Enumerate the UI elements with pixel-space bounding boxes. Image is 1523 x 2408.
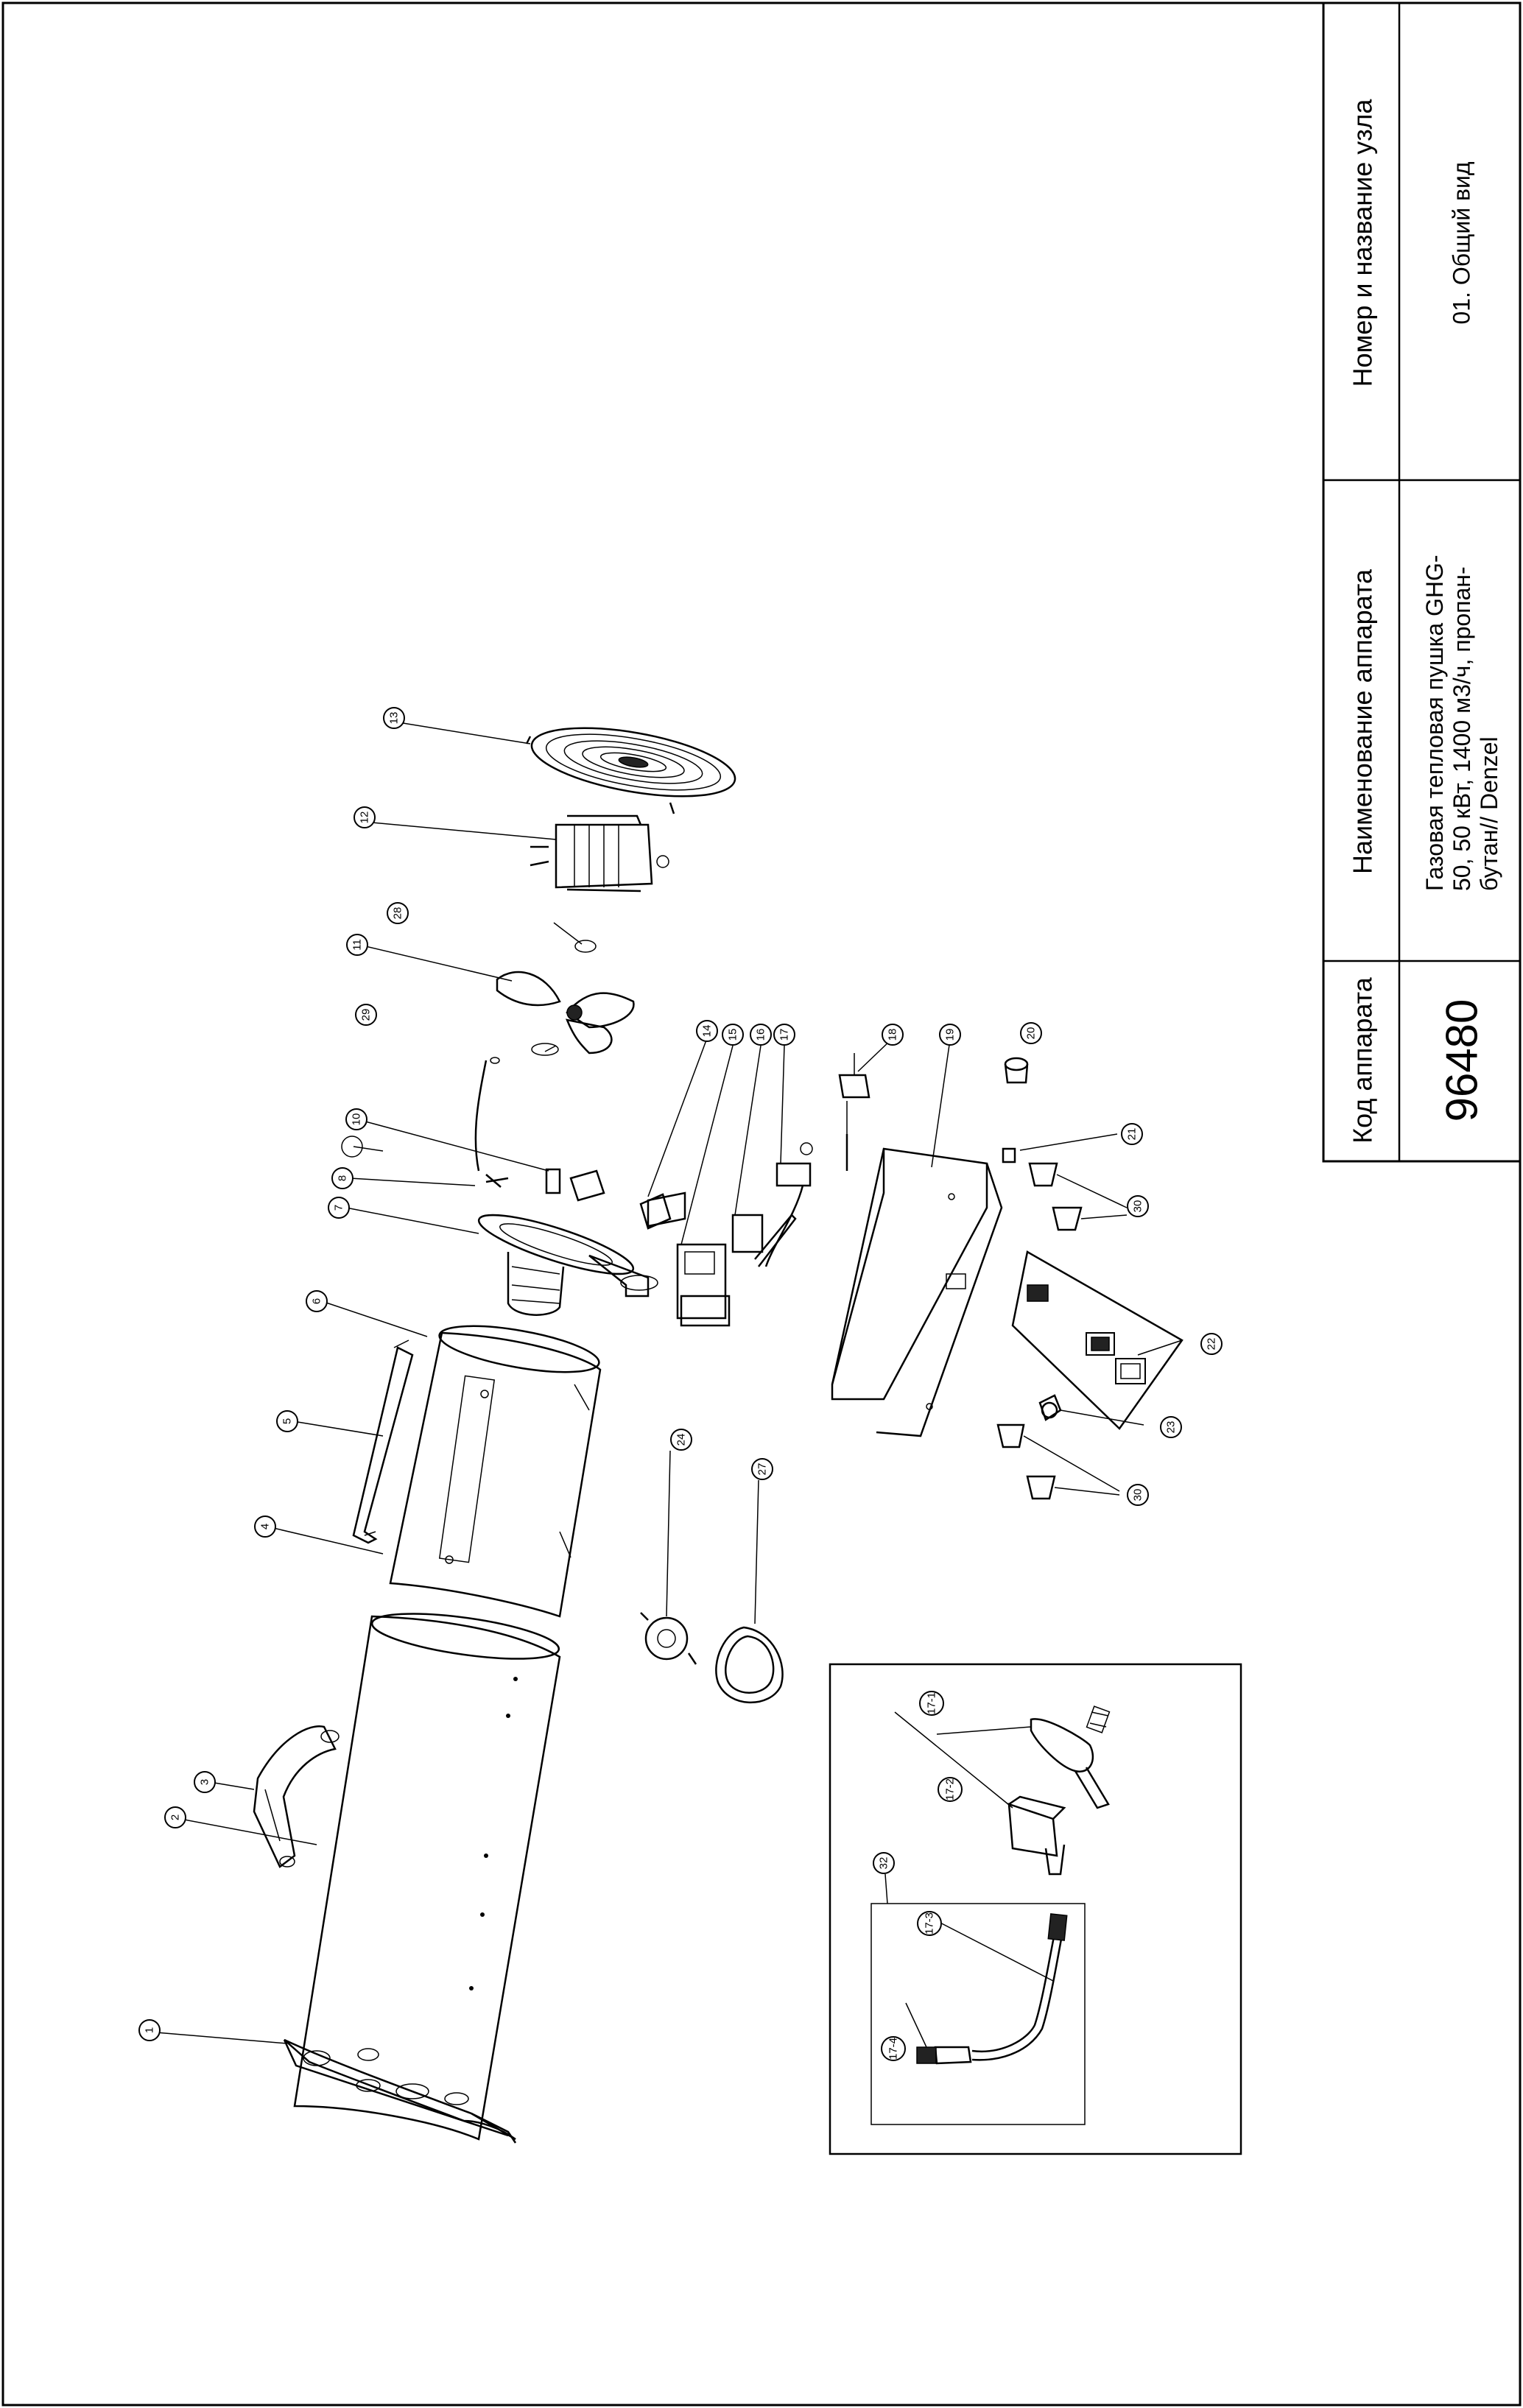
callout-7: 7 xyxy=(328,1197,350,1219)
svg-text:7: 7 xyxy=(333,1205,345,1211)
part-burner xyxy=(477,1214,658,1316)
svg-text:17-1: 17-1 xyxy=(926,1692,938,1714)
part-feet-upper xyxy=(1028,1162,1128,1231)
node-value: 01. Общий вид xyxy=(1448,161,1475,325)
svg-text:23: 23 xyxy=(1165,1421,1178,1434)
callout-28: 28 xyxy=(387,902,409,924)
callout-8: 8 xyxy=(331,1167,354,1189)
svg-text:17-4: 17-4 xyxy=(887,2038,900,2060)
part-regulator xyxy=(640,1450,697,1665)
svg-text:30: 30 xyxy=(1132,1489,1144,1502)
code-label: Код аппарата xyxy=(1347,977,1378,1144)
callout-3: 3 xyxy=(194,1771,216,1793)
svg-text:30: 30 xyxy=(1132,1200,1144,1213)
part-feet-lower xyxy=(996,1423,1120,1500)
svg-text:15: 15 xyxy=(727,1029,739,1041)
callout-27: 27 xyxy=(751,1458,773,1480)
svg-text:10: 10 xyxy=(351,1113,363,1126)
svg-text:11: 11 xyxy=(351,939,364,951)
code-value: 96480 xyxy=(1437,999,1487,1122)
svg-text:32: 32 xyxy=(878,1857,890,1870)
svg-text:20: 20 xyxy=(1025,1027,1038,1040)
callout-18: 18 xyxy=(882,1024,904,1046)
svg-text:16: 16 xyxy=(755,1029,767,1041)
callout-32: 32 xyxy=(873,1852,895,1874)
part-handle xyxy=(253,1725,340,1868)
part-inner-chamber xyxy=(389,1325,602,1618)
svg-text:22: 22 xyxy=(1206,1338,1218,1351)
callout-17-3: 17-3 xyxy=(917,1911,942,1936)
part-stand xyxy=(283,2038,517,2144)
part-knobs xyxy=(1002,1057,1029,1163)
part-electrode xyxy=(341,1057,672,1230)
callout-17: 17 xyxy=(773,1024,795,1046)
callout-30-upper: 30 xyxy=(1127,1195,1149,1217)
svg-text:2: 2 xyxy=(169,1814,182,1820)
svg-text:17-3: 17-3 xyxy=(924,1912,936,1935)
callout-24: 24 xyxy=(670,1429,692,1451)
part-switch xyxy=(1038,1394,1062,1421)
svg-text:29: 29 xyxy=(360,1009,373,1021)
callout-15: 15 xyxy=(722,1024,744,1046)
svg-text:27: 27 xyxy=(756,1463,769,1476)
part-hose xyxy=(715,1479,784,1704)
callout-balloons: 1 2 3 4 5 6 7 8 10 11 12 13 14 15 16 17 … xyxy=(138,707,1223,2061)
callout-17-2: 17-2 xyxy=(938,1777,963,1802)
callout-16: 16 xyxy=(750,1024,772,1046)
callout-22: 22 xyxy=(1200,1333,1223,1355)
svg-text:3: 3 xyxy=(199,1779,211,1785)
part-grille xyxy=(525,727,736,814)
callout-2: 2 xyxy=(164,1806,186,1828)
svg-text:17-2: 17-2 xyxy=(944,1778,957,1800)
callout-17-1: 17-1 xyxy=(919,1691,944,1716)
part-motor xyxy=(530,814,669,893)
svg-text:19: 19 xyxy=(944,1029,957,1041)
callout-14: 14 xyxy=(696,1020,718,1042)
callout-21: 21 xyxy=(1121,1123,1143,1145)
svg-text:14: 14 xyxy=(701,1025,714,1038)
callout-10: 10 xyxy=(345,1108,367,1130)
svg-text:5: 5 xyxy=(281,1418,294,1424)
callout-19: 19 xyxy=(939,1024,961,1046)
svg-text:8: 8 xyxy=(337,1175,349,1181)
svg-text:21: 21 xyxy=(1126,1128,1139,1141)
part-fan-blade xyxy=(496,940,635,1056)
svg-text:4: 4 xyxy=(259,1524,272,1529)
detail-inset xyxy=(829,1663,1242,2155)
callout-23: 23 xyxy=(1160,1416,1182,1438)
svg-text:18: 18 xyxy=(887,1029,899,1041)
part-control-panel xyxy=(1011,1250,1183,1430)
svg-text:17: 17 xyxy=(778,1029,791,1041)
callout-4: 4 xyxy=(254,1515,276,1538)
part-control-box xyxy=(831,1147,1003,1437)
callout-20: 20 xyxy=(1020,1022,1042,1044)
callout-30-lower: 30 xyxy=(1127,1484,1149,1506)
part-housing xyxy=(293,1613,561,2141)
svg-text:12: 12 xyxy=(359,812,371,824)
svg-text:6: 6 xyxy=(311,1298,323,1304)
svg-text:1: 1 xyxy=(144,2027,156,2033)
callout-17-4: 17-4 xyxy=(881,2036,906,2061)
svg-text:13: 13 xyxy=(388,712,401,725)
leader-lines xyxy=(155,721,1183,2048)
callout-13: 13 xyxy=(383,707,405,729)
callout-11: 11 xyxy=(346,934,368,956)
part-bracket xyxy=(352,1339,414,1544)
node-label: Номер и название узла xyxy=(1347,99,1378,387)
svg-text:28: 28 xyxy=(392,907,404,920)
callout-6: 6 xyxy=(306,1290,328,1312)
title-block-frame xyxy=(1322,1,1522,1163)
svg-text:24: 24 xyxy=(675,1434,688,1446)
callout-5: 5 xyxy=(276,1410,298,1432)
part-valve-group xyxy=(647,1053,870,1327)
name-label: Наименование аппарата xyxy=(1347,569,1378,874)
name-value: Газовая тепловая пушка GHG-50, 50 кВт, 1… xyxy=(1421,555,1502,891)
callout-1: 1 xyxy=(138,2019,161,2041)
callout-29: 29 xyxy=(355,1004,377,1026)
callout-12: 12 xyxy=(354,806,376,828)
